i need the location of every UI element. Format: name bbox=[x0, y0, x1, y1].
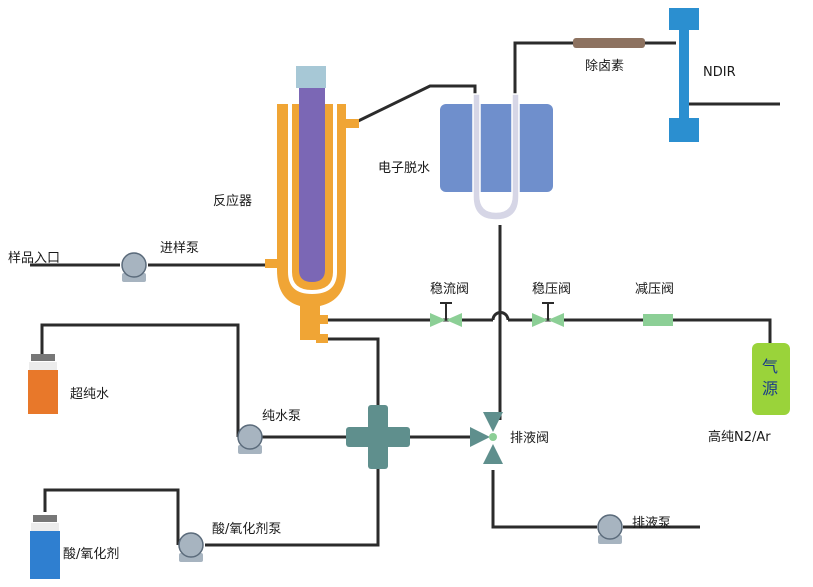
halogen-remover-label: 除卤素 bbox=[585, 58, 624, 74]
water-bottle-neck bbox=[29, 362, 57, 370]
reactor-cap bbox=[296, 66, 326, 88]
drain-valve-top bbox=[483, 412, 503, 432]
pipe-dehumidifier-to-halogen bbox=[513, 41, 575, 104]
acid-pump-label: 酸/氧化剂泵 bbox=[212, 522, 281, 537]
water-pump-label: 纯水泵 bbox=[262, 409, 301, 424]
pressure-valve-right bbox=[548, 313, 564, 327]
pipe-drain-to-pump bbox=[491, 470, 700, 529]
sample-inlet-label: 样品入口 bbox=[8, 251, 60, 266]
water-pump: 纯水泵 bbox=[237, 409, 301, 454]
acid-bottle-body bbox=[30, 531, 60, 579]
ultrapure-water-bottle: 超纯水 bbox=[28, 354, 109, 414]
dehumidifier-u-tube bbox=[472, 93, 520, 221]
pipe-acid-line bbox=[43, 462, 380, 547]
dehumidifier-box bbox=[440, 104, 553, 192]
halogen-remover-tube bbox=[573, 38, 645, 48]
acid-bottle-cap bbox=[33, 515, 57, 522]
acid-oxidant-bottle: 酸/氧化剂 bbox=[30, 515, 119, 579]
pipe-reactor-bottom bbox=[326, 337, 380, 412]
reducing-valve-label: 减压阀 bbox=[635, 282, 674, 297]
pipe-water-line bbox=[40, 323, 346, 439]
mixing-cross bbox=[346, 405, 410, 469]
drain-valve-label: 排液阀 bbox=[510, 431, 549, 446]
electronic-dehumidifier: 电子脱水 bbox=[378, 93, 553, 221]
reactor-inner-tube bbox=[299, 88, 325, 282]
reactor-label: 反应器 bbox=[213, 193, 252, 209]
water-pump-body bbox=[237, 424, 263, 450]
reactor-left-port bbox=[265, 259, 278, 268]
flow-valve-label: 稳流阀 bbox=[430, 281, 469, 297]
gas-source-label-1: 气 bbox=[762, 357, 778, 376]
pressure-valve-label: 稳压阀 bbox=[532, 281, 571, 297]
drain-pump: 排液泵 bbox=[597, 514, 671, 544]
pipe-gas-main bbox=[326, 318, 772, 345]
reactor: 反应器 bbox=[213, 66, 359, 343]
reactor-side-port bbox=[345, 119, 359, 128]
reactor-bottom-port-2 bbox=[316, 334, 328, 343]
water-bottle-cap bbox=[31, 354, 55, 361]
acid-pump-body bbox=[178, 532, 204, 558]
drain-valve-center bbox=[489, 433, 497, 441]
gas-source-cylinder bbox=[752, 343, 790, 415]
gas-source-caption: 高纯N2/Ar bbox=[708, 429, 771, 445]
flow-valve: 稳流阀 bbox=[430, 281, 469, 327]
acid-bottle-neck bbox=[31, 523, 59, 531]
ndir-bottom-flange bbox=[669, 118, 699, 142]
drain-valve: 排液阀 bbox=[470, 412, 549, 464]
ndir-top-flange bbox=[669, 8, 699, 30]
water-bottle-body bbox=[28, 370, 58, 414]
ndir-detector: NDIR bbox=[669, 8, 736, 142]
drain-pump-label: 排液泵 bbox=[632, 516, 671, 531]
acid-bottle-label: 酸/氧化剂 bbox=[63, 547, 119, 562]
water-bottle-label: 超纯水 bbox=[70, 387, 109, 402]
injection-pump-body bbox=[121, 252, 147, 278]
flow-valve-right bbox=[446, 313, 462, 327]
reducing-valve: 减压阀 bbox=[635, 282, 674, 326]
reactor-bottom-port-1 bbox=[316, 315, 328, 324]
gas-source: 气 源 高纯N2/Ar bbox=[708, 343, 790, 445]
ndir-body bbox=[679, 28, 689, 122]
reducing-valve-body bbox=[643, 314, 673, 326]
drain-pump-body bbox=[597, 514, 623, 540]
injection-pump-label: 进样泵 bbox=[160, 241, 199, 256]
acid-oxidant-pump: 酸/氧化剂泵 bbox=[178, 522, 281, 562]
gas-source-label-2: 源 bbox=[762, 379, 778, 398]
halogen-remover: 除卤素 bbox=[573, 38, 645, 74]
injection-pump: 进样泵 bbox=[121, 241, 199, 282]
pressure-valve: 稳压阀 bbox=[532, 281, 571, 327]
drain-valve-bottom bbox=[483, 444, 503, 464]
dehumidifier-label: 电子脱水 bbox=[378, 161, 430, 176]
pipes bbox=[30, 41, 780, 547]
pressure-valve-left bbox=[532, 313, 548, 327]
ndir-label: NDIR bbox=[703, 65, 736, 80]
cross-horizontal bbox=[346, 427, 410, 447]
flow-valve-left bbox=[430, 313, 446, 327]
reactor-inner-tube-outline bbox=[288, 90, 337, 295]
drain-valve-left bbox=[470, 427, 490, 447]
